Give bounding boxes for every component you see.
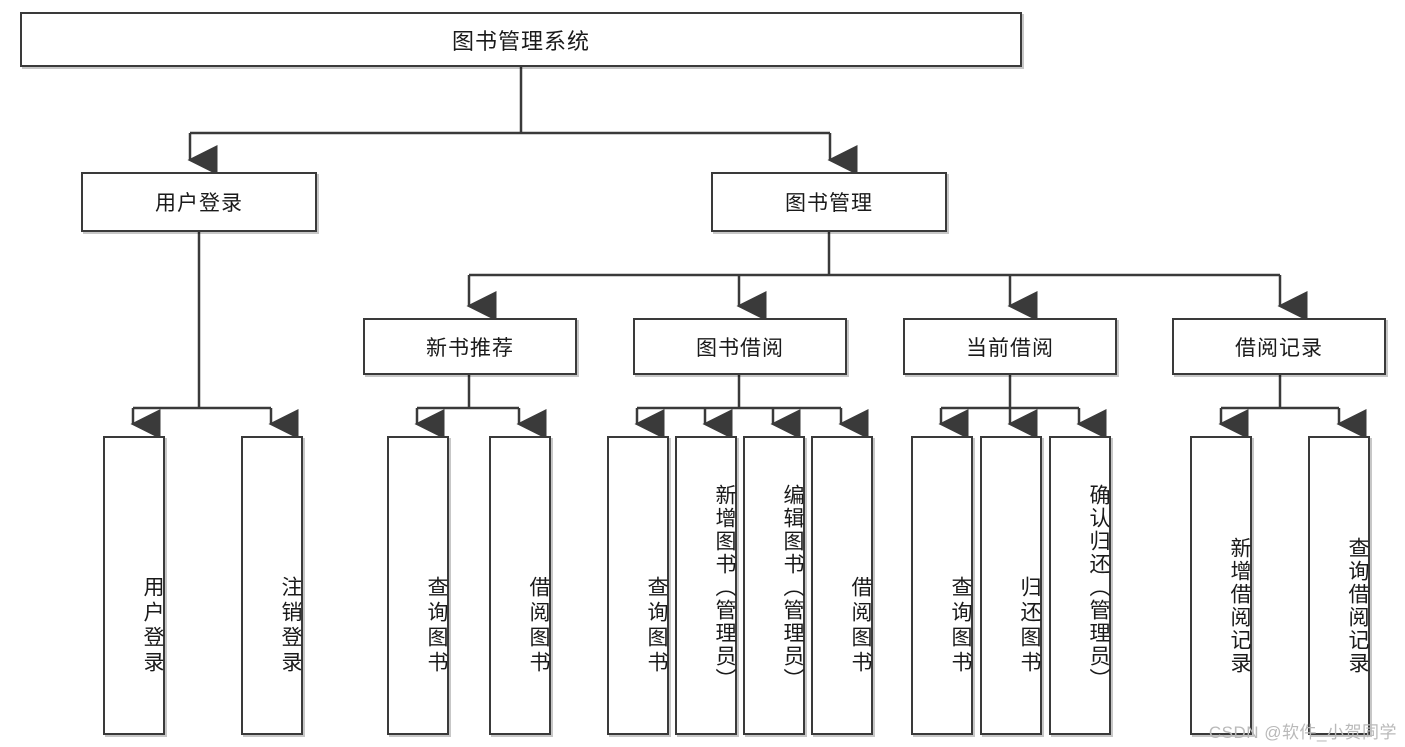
node-label: 确认归还（管理员） <box>1087 484 1110 691</box>
node-label: 查询图书 <box>425 575 448 676</box>
node-label: 新增图书（管理员） <box>713 484 736 691</box>
node-label: 注销登录 <box>279 575 302 676</box>
node-label: 查询图书 <box>645 575 668 676</box>
node-book-management[interactable]: 图书管理 <box>711 172 947 232</box>
node-borrow-record[interactable]: 借阅记录 <box>1172 318 1386 375</box>
node-label: 查询图书 <box>949 575 972 676</box>
node-label: 当前借阅 <box>966 336 1054 360</box>
leaf-book-borrow-borrow-book[interactable]: 借阅图书 <box>811 436 873 735</box>
leaf-borrow-record-add-record[interactable]: 新增借阅记录 <box>1190 436 1252 735</box>
node-new-book-recommend[interactable]: 新书推荐 <box>363 318 577 375</box>
node-label: 用户登录 <box>141 575 164 676</box>
node-label: 图书管理系统 <box>451 28 590 54</box>
leaf-new-book-query-book[interactable]: 查询图书 <box>387 436 449 735</box>
leaf-current-borrow-query-book[interactable]: 查询图书 <box>911 436 973 735</box>
node-label: 用户登录 <box>155 192 243 215</box>
leaf-user-login-logout[interactable]: 注销登录 <box>241 436 303 735</box>
node-user-login[interactable]: 用户登录 <box>81 172 317 232</box>
leaf-current-borrow-return-book[interactable]: 归还图书 <box>980 436 1042 735</box>
node-label: 新增借阅记录 <box>1228 536 1251 675</box>
node-book-borrow[interactable]: 图书借阅 <box>633 318 847 375</box>
node-label: 借阅图书 <box>849 575 872 676</box>
leaf-book-borrow-query-book[interactable]: 查询图书 <box>607 436 669 735</box>
leaf-new-book-borrow-book[interactable]: 借阅图书 <box>489 436 551 735</box>
leaf-borrow-record-query-record[interactable]: 查询借阅记录 <box>1308 436 1370 735</box>
node-current-borrow[interactable]: 当前借阅 <box>903 318 1117 375</box>
leaf-user-login-login[interactable]: 用户登录 <box>103 436 165 735</box>
node-label: 查询借阅记录 <box>1346 536 1369 675</box>
node-root-book-management-system[interactable]: 图书管理系统 <box>20 12 1022 67</box>
leaf-book-borrow-edit-book-admin[interactable]: 编辑图书（管理员） <box>743 436 805 735</box>
node-label: 图书管理 <box>785 192 873 215</box>
node-label: 新书推荐 <box>426 336 514 360</box>
node-label: 借阅记录 <box>1235 336 1323 360</box>
node-label: 借阅图书 <box>527 575 550 676</box>
leaf-current-borrow-confirm-return-admin[interactable]: 确认归还（管理员） <box>1049 436 1111 735</box>
node-label: 归还图书 <box>1018 575 1041 676</box>
node-label: 图书借阅 <box>696 336 784 360</box>
node-label: 编辑图书（管理员） <box>781 484 804 691</box>
leaf-book-borrow-add-book-admin[interactable]: 新增图书（管理员） <box>675 436 737 735</box>
